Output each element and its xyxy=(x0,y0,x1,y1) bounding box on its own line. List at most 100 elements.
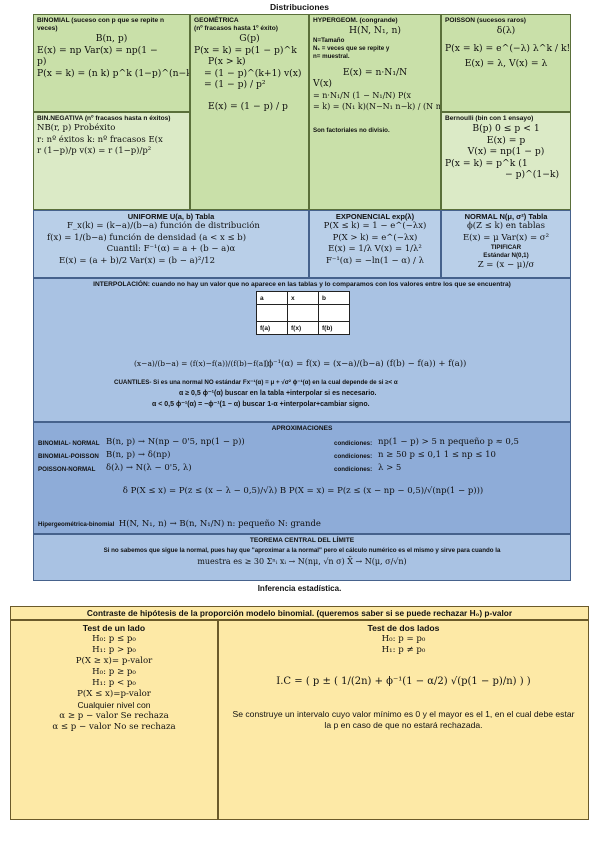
interpolacion-table: a x b f(a) f(x) f(b) xyxy=(256,291,350,335)
table-cell: f(a) xyxy=(256,321,288,335)
binomial-title: BINOMIAL (suceso con p que se repite n v… xyxy=(37,17,165,32)
aprox-hiper: Hipergeométrica-binomial H(N, N₁, n) → B… xyxy=(38,513,321,531)
hiper-line: V(x) xyxy=(313,78,332,89)
normal-line: ϕ(Z ≤ k) en tablas xyxy=(467,221,545,231)
aprox-row-cond: λ > 5 xyxy=(378,463,402,473)
un-lado-line: H₀: p ≥ p₀ xyxy=(92,667,136,677)
poisson-box: POISSON (sucesos raros) δ(λ) P(x = k) = … xyxy=(441,14,571,112)
aprox-title: APROXIMACIONES xyxy=(271,425,333,432)
normal-line: E(x) = μ Var(x) = σ² xyxy=(462,232,550,243)
normal-line: TIPIFICAR xyxy=(490,244,522,251)
dos-lados-title: Test de dos lados xyxy=(367,623,440,633)
aprox-correction: δ P(X ≤ x) = P(z ≤ (x − λ − 0,5)/√λ) B P… xyxy=(122,486,484,496)
aprox-row-cond-label: condiciones: xyxy=(334,453,373,460)
aprox-row-formula: B(n, p) → δ(np) xyxy=(106,450,171,460)
normal-box: NORMAL N(μ, σ²) Tabla ϕ(Z ≤ k) en tablas… xyxy=(441,210,571,278)
hipergeometrica-box: HYPERGEOM. (congrande) H(N, N₁, n) N=Tam… xyxy=(309,14,441,210)
interpolacion-formula-left: (x−a)/(b−a) = (f(x)−f(a))/(f(b)−f(a)) xyxy=(134,359,270,368)
inferencia-title: Inferencia estadística. xyxy=(257,584,342,593)
dos-lados-line: H₀: p = p₀ xyxy=(381,634,426,644)
bernoulli-line: − p)^(1−k) xyxy=(505,169,560,180)
aprox-row-cond: np(1 − p) > 5 n pequeño p ≈ 0,5 xyxy=(378,437,519,447)
aprox-row: BINOMIAL-POISSON B(n, p) → δ(np) condici… xyxy=(38,450,568,463)
exponencial-line: E(x) = 1/λ V(x) = 1/λ² xyxy=(328,244,422,254)
aprox-row-formula: B(n, p) → N(np − 0'5, np(1 − p)) xyxy=(106,437,245,447)
aproximaciones-box: APROXIMACIONES BINOMIAL- NORMAL B(n, p) … xyxy=(33,422,571,534)
poisson-line: P(x = k) = e^(−λ) λ^k / k! xyxy=(445,42,571,54)
exponencial-line: F⁻¹(α) = −ln(1 − α) / λ xyxy=(326,255,424,266)
exponencial-line: P(X ≤ k) = 1 − e^(−λx) xyxy=(323,221,427,231)
un-lado-line: α ≤ p − valor No se rechaza xyxy=(52,722,176,732)
dos-lados-text: Se construye un intervalo cuyo valor mín… xyxy=(232,709,575,730)
table-row: f(a) f(x) f(b) xyxy=(256,321,350,335)
un-lado-line: H₁: p > p₀ xyxy=(92,645,136,655)
geometrica-line: P(x > k) xyxy=(208,56,246,67)
aprox-rows: BINOMIAL- NORMAL B(n, p) → N(np − 0'5, n… xyxy=(38,437,568,476)
exponencial-box: EXPONENCIAL exp(λ) P(X ≤ k) = 1 − e^(−λx… xyxy=(309,210,441,278)
cuantiles-case-2: α < 0,5 ϕ⁻¹(α) = −ϕ⁻¹(1 − α) buscar 1-α … xyxy=(152,401,370,408)
test-un-lado-box: Test de un lado H₀: p ≤ p₀ H₁: p > p₀ P(… xyxy=(10,620,218,820)
bernoulli-title: Bernoulli (bin con 1 ensayo) xyxy=(445,115,534,122)
geometrica-line: = (1 − p)^(k+1) v(x) xyxy=(204,67,302,79)
geometrica-line: = (1 − p) / p² xyxy=(204,79,266,90)
binomial-line: P(x = k) = (n k) p^k (1−p)^(n−k) xyxy=(37,67,190,79)
dos-lados-ic: I.C = ( p ± ( 1/(2n) + ϕ⁻¹(1 − α/2) √(p(… xyxy=(276,676,531,687)
hiper-note: Son factoriales no divisio. xyxy=(313,126,390,134)
bernoulli-line: V(x) = np(1 − p) xyxy=(467,146,545,157)
table-cell: x xyxy=(287,291,319,305)
binneg-line: r: nº éxitos k: nº fracasos E(x xyxy=(37,134,163,145)
normal-line: Z = (x − μ)/σ xyxy=(477,260,535,270)
dos-lados-line: H₁: p ≠ p₀ xyxy=(381,645,426,655)
table-cell xyxy=(287,304,319,322)
cuantiles-text: CUANTILES- Si es una normal NO estándar … xyxy=(114,379,398,386)
uniforme-line: f(x) = 1/(b−a) función de densidad (a < … xyxy=(47,232,247,243)
uniforme-line: Cuantil: F⁻¹(α) = a + (b − a)α xyxy=(106,244,236,254)
interpolacion-formula-right: (ϕ⁻¹(α) = f(x) = (x−a)/(b−a) (f(b) − f(a… xyxy=(264,359,467,369)
uniforme-line: F_x(k) = (k−a)/(b−a) función de distribu… xyxy=(67,221,260,231)
exponencial-title: EXPONENCIAL exp(λ) xyxy=(335,212,415,221)
un-lado-line: H₀: p ≤ p₀ xyxy=(92,634,136,644)
table-row: a x b xyxy=(256,291,350,305)
tcl-text-1: Si no sabemos que sigue la normal, pues … xyxy=(103,547,501,554)
un-lado-line: α ≥ p − valor Se rechaza xyxy=(59,711,169,721)
contraste-title: Contraste de hipótesis de la proporción … xyxy=(86,608,513,618)
aprox-row-cond-label: condiciones: xyxy=(334,440,373,447)
binneg-line: NB(r, p) Probéxito xyxy=(37,123,116,133)
un-lado-line: P(X ≤ x)=p-valor xyxy=(77,689,151,699)
contraste-header: Contraste de hipótesis de la proporción … xyxy=(10,606,589,620)
geometrica-line: P(x = k) = p(1 − p)^k xyxy=(194,44,297,56)
bernoulli-line: P(x = k) = p^k (1 xyxy=(445,157,528,169)
aprox-row: BINOMIAL- NORMAL B(n, p) → N(np − 0'5, n… xyxy=(38,437,568,450)
table-cell: f(b) xyxy=(318,321,350,335)
binomial-line: E(x) = np Var(x) = np(1 − xyxy=(37,44,158,56)
interpolacion-box: INTERPOLACIÓN: cuando no hay un valor qu… xyxy=(33,278,571,422)
binomial-box: BINOMIAL (suceso con p que se repite n v… xyxy=(33,14,190,112)
un-lado-line: H₁: p < p₀ xyxy=(92,678,136,688)
tcl-title: TEOREMA CENTRAL DEL LÍMITE xyxy=(249,537,355,544)
exponencial-line: P(X > k) = e^(−λx) xyxy=(332,232,418,243)
uniforme-line: E(x) = (a + b)/2 Var(x) = (b − a)²/12 xyxy=(59,255,215,266)
hiper-line: H(N, N₁, n) xyxy=(349,25,401,36)
test-dos-lados-box: Test de dos lados H₀: p = p₀ H₁: p ≠ p₀ … xyxy=(218,620,589,820)
binomial-line: p) xyxy=(37,56,47,67)
normal-title: NORMAL N(μ, σ²) Tabla xyxy=(464,212,548,221)
uniforme-box: UNIFORME U(a, b) Tabla F_x(k) = (k−a)/(b… xyxy=(33,210,309,278)
poisson-line: δ(λ) xyxy=(496,25,516,36)
table-cell xyxy=(318,304,350,322)
hiper-line: E(x) = n·N₁/N xyxy=(342,66,408,78)
uniforme-title: UNIFORME U(a, b) Tabla xyxy=(127,212,215,221)
aprox-hiper-label: Hipergeométrica-binomial xyxy=(38,521,115,528)
geometrica-line: G(p) xyxy=(239,33,260,44)
aprox-row: POISSON-NORMAL δ(λ) → N(λ − 0'5, λ) cond… xyxy=(38,463,568,476)
geometrica-title: GEOMÉTRICA xyxy=(194,17,239,24)
geometrica-box: GEOMÉTRICA (nº fracasos hasta 1º éxito) … xyxy=(190,14,309,210)
aprox-row-cond: n ≥ 50 p ≤ 0,1 1 ≤ np ≤ 10 xyxy=(378,450,496,460)
bernoulli-line: E(x) = p xyxy=(486,134,526,146)
aprox-row-name: POISSON-NORMAL xyxy=(38,466,96,473)
hiper-line: n= muestral. xyxy=(313,52,350,60)
aprox-row-cond-label: condiciones: xyxy=(334,466,373,473)
un-lado-line: P(X ≥ x)= p-valor xyxy=(75,656,153,666)
bernoulli-box: Bernoulli (bin con 1 ensayo) B(p) 0 ≤ p … xyxy=(441,112,571,210)
tcl-text-2: muestra es ≥ 30 Σⁿᵢ xᵢ → N(nμ, √n σ) X̄ … xyxy=(197,557,407,566)
binneg-title: BIN.NEGATIVA (nº fracasos hasta n éxitos… xyxy=(37,115,171,122)
